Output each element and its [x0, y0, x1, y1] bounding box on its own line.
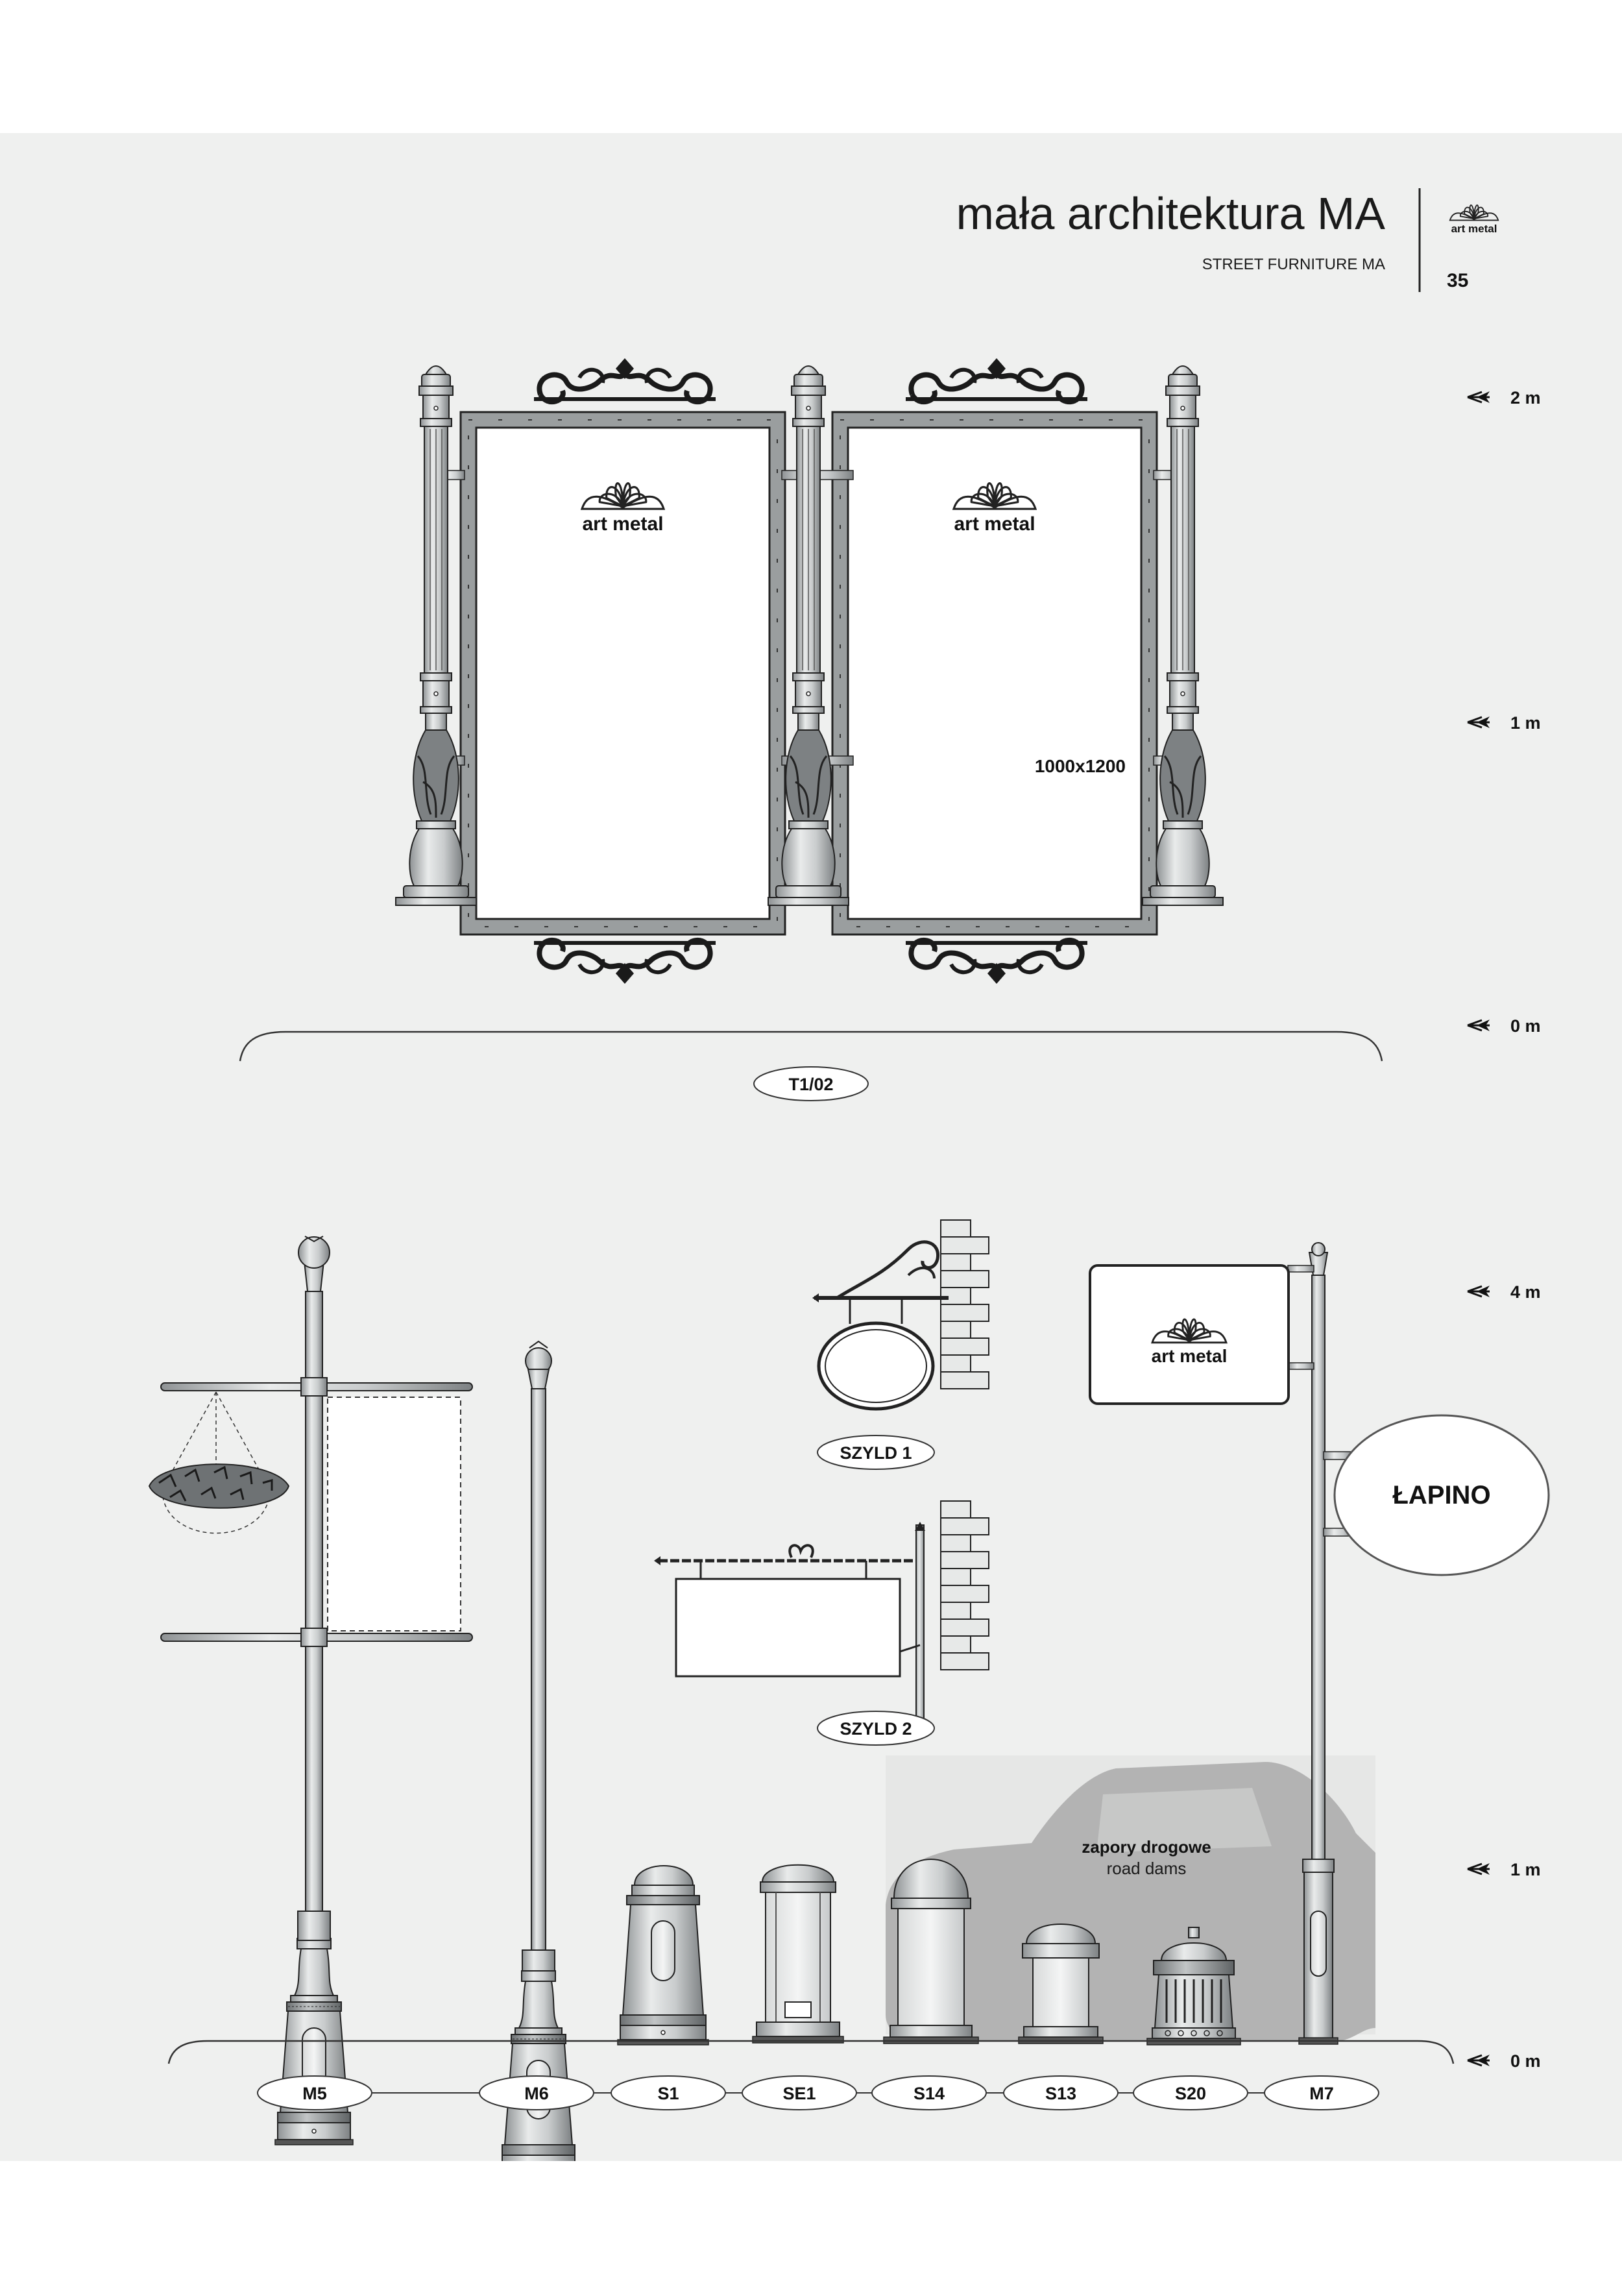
s14-bollard — [883, 1859, 979, 2044]
brand-logo — [1449, 204, 1499, 221]
brand-logo-text: art metal — [1451, 223, 1497, 235]
hanging-board-logo-text: art metal — [1152, 1346, 1228, 1366]
model-label-s13: S13 — [1045, 2084, 1076, 2103]
pole-base-icon — [499, 1970, 578, 2161]
scale-arrow-icon — [1466, 715, 1491, 729]
scroll-ornament-top-icon — [534, 358, 716, 402]
model-label-m5: M5 — [302, 2084, 327, 2103]
model-label-se1: SE1 — [782, 2084, 816, 2103]
model-label-t1-02: T1/02 — [788, 1075, 833, 1094]
model-labels-lower: M5 M6 S1 SE1 S14 S13 S20 M7 — [257, 2075, 1379, 2110]
model-label-szyld-1-pill — [817, 1435, 935, 1470]
model-label-szyld-2: SZYLD 2 — [840, 1719, 912, 1739]
oval-sign — [1333, 1414, 1550, 1576]
height-scale-upper: 2 m 1 m 0 m — [1466, 388, 1541, 1036]
page-subtitle: STREET FURNITURE MA — [1202, 256, 1385, 273]
scale-label-1m: 1 m — [1510, 713, 1541, 733]
scroll-ornament-top-icon — [906, 358, 1087, 402]
road-dams-label-pl: zapory drogowe — [1082, 1837, 1211, 1857]
board-right-logo-text: art metal — [954, 513, 1035, 535]
t1-02-board-stand: art metal art metal 1000x1200 — [394, 358, 1224, 984]
model-label-szyld-1: SZYLD 1 — [840, 1443, 912, 1463]
catalog-sheet: mała architektura MA STREET FURNITURE MA… — [0, 133, 1622, 2161]
board-left: art metal — [459, 358, 786, 984]
page-title: mała architektura MA — [956, 188, 1386, 239]
rectangular-hanging-sign — [675, 1578, 901, 1678]
hanging-flower-basket-icon — [148, 1391, 290, 1534]
s13-bollard — [1018, 1924, 1104, 2044]
board-left-logo-text: art metal — [582, 513, 663, 535]
page-number: 35 — [1447, 270, 1468, 291]
scale-arrow-icon — [1466, 390, 1491, 404]
model-label-s20: S20 — [1175, 2084, 1206, 2103]
sign-bracket-szyld-2 — [654, 1500, 989, 1736]
scale-label-1m-lower: 1 m — [1510, 1860, 1541, 1879]
model-label-m6: M6 — [524, 2084, 549, 2103]
scale-label-2m: 2 m — [1510, 388, 1541, 408]
model-label-t1-02-pill — [753, 1066, 869, 1101]
road-dams-label-en: road dams — [1107, 1859, 1187, 1878]
scale-arrow-icon — [1466, 1862, 1491, 1876]
scale-arrow-icon — [1466, 1284, 1491, 1299]
art-metal-shell-logo-icon — [1449, 204, 1499, 221]
ground-line-lower — [167, 2040, 1455, 2064]
se1-bollard — [752, 1864, 844, 2044]
m6-pole — [499, 1340, 578, 2161]
scale-label-4m: 4 m — [1510, 1282, 1541, 1302]
model-label-szyld-2-pill — [817, 1711, 935, 1746]
s20-bollard — [1146, 1927, 1241, 2046]
s1-bollard — [617, 1865, 709, 2046]
m5-pole — [148, 1236, 473, 2145]
scroll-ornament-bottom-icon — [906, 940, 1087, 984]
scroll-ornament-bottom-icon — [534, 940, 716, 984]
m7-pole: art metal ŁAPINO — [1089, 1242, 1550, 2045]
sign-bracket-szyld-1 — [812, 1219, 989, 1411]
model-label-s14: S14 — [914, 2084, 945, 2103]
oval-hanging-sign — [817, 1321, 935, 1411]
model-label-m7: M7 — [1309, 2084, 1334, 2103]
scale-arrow-icon — [1466, 2053, 1491, 2068]
board-size-label: 1000x1200 — [1035, 756, 1126, 776]
brick-wall-icon — [940, 1219, 989, 1389]
scale-label-0m: 0 m — [1510, 1016, 1541, 1036]
board-right: art metal 1000x1200 — [831, 358, 1158, 984]
page-header: mała architektura MA STREET FURNITURE MA… — [956, 188, 1499, 292]
oval-sign-text: ŁAPINO — [1392, 1481, 1490, 1509]
ground-line-upper — [239, 1031, 1383, 1062]
height-scale-lower: 4 m 1 m 0 m — [1466, 1282, 1541, 2071]
scale-label-0m-lower: 0 m — [1510, 2051, 1541, 2071]
model-label-s1: S1 — [657, 2084, 679, 2103]
scale-arrow-icon — [1466, 1018, 1491, 1032]
brick-wall-icon — [940, 1500, 989, 1670]
banner-flag — [327, 1397, 461, 1631]
